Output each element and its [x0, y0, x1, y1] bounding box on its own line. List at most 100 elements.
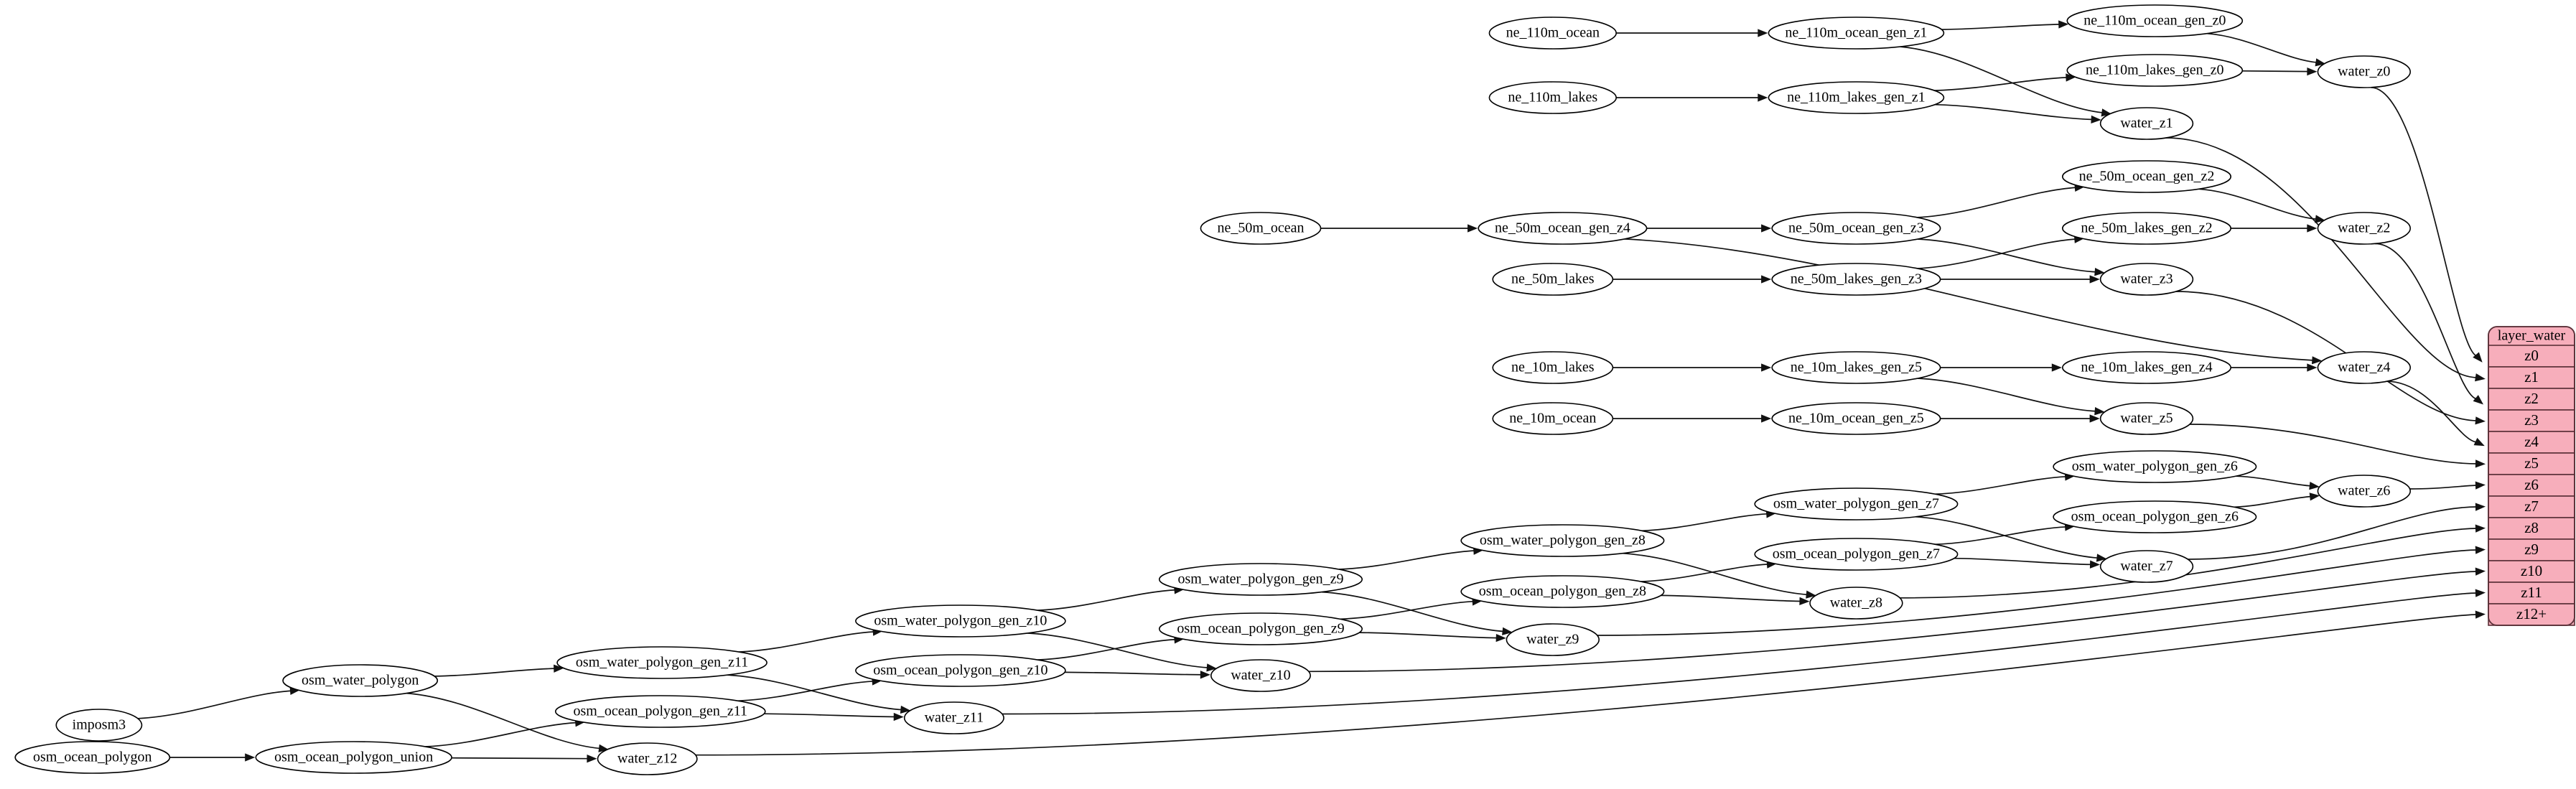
- node-shape: [1771, 212, 1941, 245]
- layer-table-row-z1[interactable]: z1: [2488, 366, 2575, 389]
- graph-node-water_z2[interactable]: water_z2: [2317, 212, 2412, 245]
- graph-node-osm_ocean_polygon_gen_z9[interactable]: osm_ocean_polygon_gen_z9: [1159, 612, 1363, 645]
- graph-node-water_z9[interactable]: water_z9: [1506, 623, 1600, 656]
- graph-node-imposm3[interactable]: imposm3: [55, 709, 143, 742]
- edge-arrowhead: [2307, 67, 2318, 76]
- row-cell: [2488, 409, 2575, 432]
- graph-node-water_z0[interactable]: water_z0: [2317, 55, 2412, 88]
- graph-node-ne_10m_ocean_gen_z5[interactable]: ne_10m_ocean_gen_z5: [1771, 402, 1941, 435]
- graph-node-ne_10m_lakes[interactable]: ne_10m_lakes: [1492, 351, 1614, 384]
- graph-node-osm_water_polygon_gen_z11[interactable]: osm_water_polygon_gen_z11: [556, 646, 767, 679]
- graph-node-osm_ocean_polygon_union[interactable]: osm_ocean_polygon_union: [255, 741, 452, 774]
- layer-table-row-z0[interactable]: z0: [2488, 345, 2575, 368]
- graph-node-ne_110m_lakes_gen_z0[interactable]: ne_110m_lakes_gen_z0: [2066, 54, 2244, 87]
- node-shape: [855, 604, 1066, 638]
- graph-node-ne_10m_ocean[interactable]: ne_10m_ocean: [1492, 402, 1614, 435]
- edge-arrowhead: [2307, 224, 2318, 233]
- layer-table-row-z10[interactable]: z10: [2488, 560, 2575, 583]
- row-cell: [2488, 560, 2575, 583]
- node-shape: [282, 664, 439, 697]
- layer-table-row-z2[interactable]: z2: [2488, 388, 2575, 411]
- graph-node-osm_ocean_polygon_gen_z6[interactable]: osm_ocean_polygon_gen_z6: [2053, 500, 2257, 533]
- node-shape: [1771, 263, 1941, 296]
- edge-arrowhead: [1806, 590, 1816, 599]
- node-shape: [2062, 212, 2232, 245]
- graph-edge: [2234, 495, 2313, 508]
- edge-arrowhead: [1206, 663, 1217, 672]
- edge-arrowhead: [1467, 224, 1478, 233]
- graph-node-ne_10m_lakes_gen_z5[interactable]: ne_10m_lakes_gen_z5: [1771, 351, 1941, 384]
- edge-arrowhead: [1761, 414, 1772, 423]
- edge-arrowhead: [2475, 373, 2486, 382]
- layer-table-row-z11[interactable]: z11: [2488, 582, 2575, 604]
- graph-node-water_z10[interactable]: water_z10: [1210, 659, 1312, 692]
- graph-node-ne_50m_ocean_gen_z3[interactable]: ne_50m_ocean_gen_z3: [1771, 212, 1941, 245]
- graph-node-osm_water_polygon_gen_z7[interactable]: osm_water_polygon_gen_z7: [1754, 487, 1959, 520]
- graph-node-osm_ocean_polygon_gen_z7[interactable]: osm_ocean_polygon_gen_z7: [1754, 538, 1959, 571]
- edge-arrowhead: [1761, 224, 1772, 233]
- graph-node-osm_water_polygon_gen_z8[interactable]: osm_water_polygon_gen_z8: [1460, 524, 1665, 557]
- layer-table-row-z6[interactable]: z6: [2488, 474, 2575, 497]
- node-shape: [556, 646, 767, 679]
- layer-table-row-z12+[interactable]: z12+: [2488, 603, 2575, 626]
- edge-arrowhead: [1200, 671, 1210, 679]
- graph-node-ne_50m_ocean[interactable]: ne_50m_ocean: [1200, 212, 1322, 245]
- graph-edge: [2198, 188, 2318, 220]
- graph-node-water_z1[interactable]: water_z1: [2099, 107, 2194, 140]
- node-shape: [1488, 81, 1618, 114]
- graph-node-osm_water_polygon_gen_z6[interactable]: osm_water_polygon_gen_z6: [2053, 450, 2257, 483]
- layer-table-row-z8[interactable]: z8: [2488, 517, 2575, 540]
- edge-arrowhead: [2475, 546, 2486, 554]
- graph-node-osm_ocean_polygon[interactable]: osm_ocean_polygon: [14, 741, 171, 774]
- graph-node-ne_110m_ocean_gen_z0[interactable]: ne_110m_ocean_gen_z0: [2066, 4, 2244, 37]
- node-shape: [2066, 4, 2244, 37]
- graph-edge: [2242, 70, 2310, 73]
- node-shape: [597, 742, 698, 775]
- graph-node-osm_ocean_polygon_gen_z8[interactable]: osm_ocean_polygon_gen_z8: [1460, 575, 1665, 608]
- graph-node-water_z12[interactable]: water_z12: [597, 742, 698, 775]
- graph-node-water_z3[interactable]: water_z3: [2099, 263, 2194, 296]
- node-shape: [1200, 212, 1322, 245]
- graph-node-water_z6[interactable]: water_z6: [2317, 475, 2412, 508]
- node-shape: [2317, 212, 2412, 245]
- graph-node-osm_water_polygon_gen_z9[interactable]: osm_water_polygon_gen_z9: [1159, 563, 1363, 596]
- graph-node-osm_water_polygon_gen_z10[interactable]: osm_water_polygon_gen_z10: [855, 604, 1066, 638]
- layer-table-row-z7[interactable]: z7: [2488, 495, 2575, 518]
- graph-node-water_z8[interactable]: water_z8: [1809, 587, 1903, 620]
- graph-node-water_z11[interactable]: water_z11: [903, 701, 1004, 734]
- edge-arrowhead: [554, 664, 564, 673]
- layer-table-row-z4[interactable]: z4: [2488, 431, 2575, 454]
- row-cell: [2488, 582, 2575, 604]
- edge-arrowhead: [2475, 589, 2486, 597]
- graph-node-ne_50m_lakes[interactable]: ne_50m_lakes: [1492, 263, 1614, 296]
- graph-node-ne_10m_lakes_gen_z4[interactable]: ne_10m_lakes_gen_z4: [2062, 351, 2232, 384]
- graph-node-ne_50m_lakes_gen_z3[interactable]: ne_50m_lakes_gen_z3: [1771, 263, 1941, 296]
- nodes-layer: imposm3 osm_water_polygon osm_ocean_polygo…: [14, 4, 2412, 775]
- graph-node-ne_110m_ocean_gen_z1[interactable]: ne_110m_ocean_gen_z1: [1768, 17, 1945, 50]
- node-shape: [1771, 351, 1941, 384]
- graph-node-ne_50m_ocean_gen_z4[interactable]: ne_50m_ocean_gen_z4: [1478, 212, 1648, 245]
- edge-arrowhead: [1761, 275, 1772, 284]
- layer-table-outline: [2488, 326, 2575, 626]
- node-shape: [1478, 212, 1648, 245]
- graph-node-ne_110m_lakes[interactable]: ne_110m_lakes: [1488, 81, 1618, 114]
- edge-arrowhead: [2089, 560, 2101, 569]
- graph-node-osm_water_polygon[interactable]: osm_water_polygon: [282, 664, 439, 697]
- graph-node-water_z4[interactable]: water_z4: [2317, 351, 2412, 384]
- edge-arrowhead: [2473, 352, 2483, 363]
- graph-node-water_z7[interactable]: water_z7: [2099, 550, 2194, 583]
- layer-table-row-z9[interactable]: z9: [2488, 538, 2575, 561]
- graph-node-osm_ocean_polygon_gen_z10[interactable]: osm_ocean_polygon_gen_z10: [855, 654, 1066, 687]
- graph-edge: [2236, 475, 2312, 487]
- layer-table-row-z3[interactable]: z3: [2488, 409, 2575, 432]
- graph-node-water_z5[interactable]: water_z5: [2099, 402, 2194, 435]
- layer-table-row-z5[interactable]: z5: [2488, 452, 2575, 475]
- graph-node-ne_50m_lakes_gen_z2[interactable]: ne_50m_lakes_gen_z2: [2062, 212, 2232, 245]
- graph-edge: [2206, 32, 2318, 64]
- graph-node-ne_110m_lakes_gen_z1[interactable]: ne_110m_lakes_gen_z1: [1768, 81, 1945, 114]
- graph-node-ne_110m_ocean[interactable]: ne_110m_ocean: [1488, 17, 1618, 50]
- graph-node-osm_ocean_polygon_gen_z11[interactable]: osm_ocean_polygon_gen_z11: [554, 695, 766, 728]
- edge-arrowhead: [245, 753, 256, 762]
- graph-node-ne_50m_ocean_gen_z2[interactable]: ne_50m_ocean_gen_z2: [2062, 160, 2232, 193]
- node-shape: [55, 709, 143, 742]
